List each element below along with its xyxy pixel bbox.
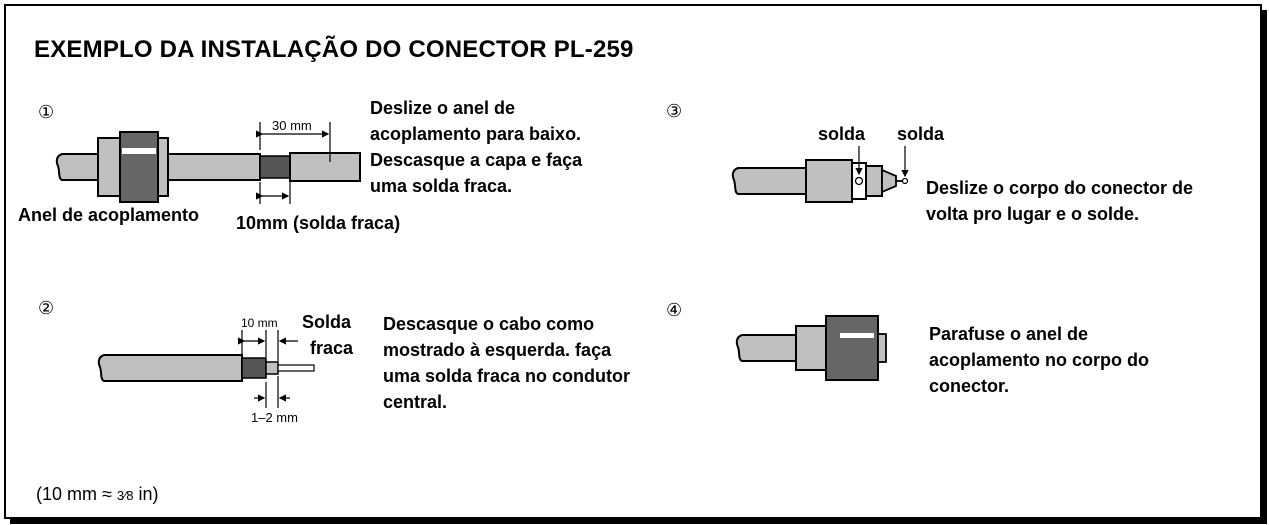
- step-4-ring-highlight: [840, 333, 874, 338]
- step-1-shield: [259, 155, 291, 179]
- diagram-frame: [4, 4, 1262, 519]
- footnote-suffix: in): [133, 484, 159, 504]
- footnote-fraction: 3⁄8: [116, 488, 134, 503]
- step-3-solder-right-label: solda: [897, 124, 945, 144]
- step-3-connector-sleeve: [805, 159, 853, 203]
- step-2-text-line-1: Descasque o cabo como: [383, 314, 595, 334]
- step-2-cable-jacket: [97, 354, 243, 382]
- step-4-coupling-ring: [825, 315, 879, 381]
- step-3-solder-hole: [854, 176, 864, 186]
- page-title: EXEMPLO DA INSTALAÇÃO DO CONECTOR PL-259: [34, 36, 634, 63]
- step-1-dim-top-label: 30 mm: [272, 118, 312, 133]
- step-2-text-line-3: uma solda fraca no condutor: [383, 366, 631, 386]
- step-3-solder-left-label: solda: [818, 124, 866, 144]
- step-1-coupling-ring: [119, 131, 159, 203]
- step-2-solder-label-2: fraca: [310, 338, 354, 358]
- step-2-dim-top-label: 10 mm: [241, 316, 278, 330]
- step-4-number: ④: [666, 300, 683, 321]
- step-1-ring-label: Anel de acoplamento: [18, 205, 200, 225]
- step-1-dim-bottom-label: 10mm (solda fraca): [236, 213, 401, 233]
- step-3-text-line-2: volta pro lugar e o solde.: [926, 204, 1140, 224]
- step-1-text-line-3: Descasque a capa e faça: [370, 150, 583, 170]
- step-2-solder-label-1: Solda: [302, 312, 352, 332]
- step-2-insulation: [265, 361, 279, 375]
- frame-shadow-right: [1262, 10, 1267, 524]
- step-2-text-line-4: central.: [383, 392, 448, 412]
- footnote-prefix: (10 mm ≈: [36, 484, 117, 504]
- step-2-number: ②: [38, 298, 55, 319]
- step-3-connector-tip: [881, 168, 897, 194]
- step-3-illustration: [731, 146, 909, 203]
- step-2-shield: [241, 357, 267, 379]
- step-4-text-line-1: Parafuse o anel de: [929, 324, 1089, 344]
- step-1-text-line-4: uma solda fraca.: [370, 176, 513, 196]
- step-2-dim-bottom-label: 1–2 mm: [251, 410, 298, 425]
- step-1-text-line-1: Deslize o anel de: [370, 98, 516, 118]
- step-4-cable-jacket: [735, 334, 797, 362]
- step-3-text-line-1: Deslize o corpo do conector de: [926, 178, 1194, 198]
- step-1-text-line-2: acoplamento para baixo.: [370, 124, 582, 144]
- step-2-center-conductor: [277, 364, 315, 372]
- step-4-illustration: [735, 315, 887, 381]
- step-3-number: ③: [666, 101, 683, 122]
- step-4-text-line-2: acoplamento no corpo do: [929, 350, 1150, 370]
- step-3-connector-nose: [865, 165, 883, 197]
- step-1-number: ①: [38, 102, 55, 123]
- step-3-pin-tip: [901, 177, 909, 185]
- step-3-cable-jacket: [731, 167, 807, 195]
- footnote: (10 mm ≈ 3⁄8 in): [36, 484, 159, 505]
- step-4-connector-sleeve: [795, 325, 827, 371]
- step-4-text-line-3: conector.: [929, 376, 1010, 396]
- step-1-insulation: [289, 152, 361, 182]
- step-2-text-line-2: mostrado à esquerda. faça: [383, 340, 612, 360]
- step-2-illustration: [97, 330, 315, 408]
- step-4-connector-nose: [877, 333, 887, 363]
- step-1-ring-highlight: [122, 148, 156, 154]
- step-1-illustration: [55, 122, 361, 204]
- frame-shadow-bottom: [10, 519, 1267, 524]
